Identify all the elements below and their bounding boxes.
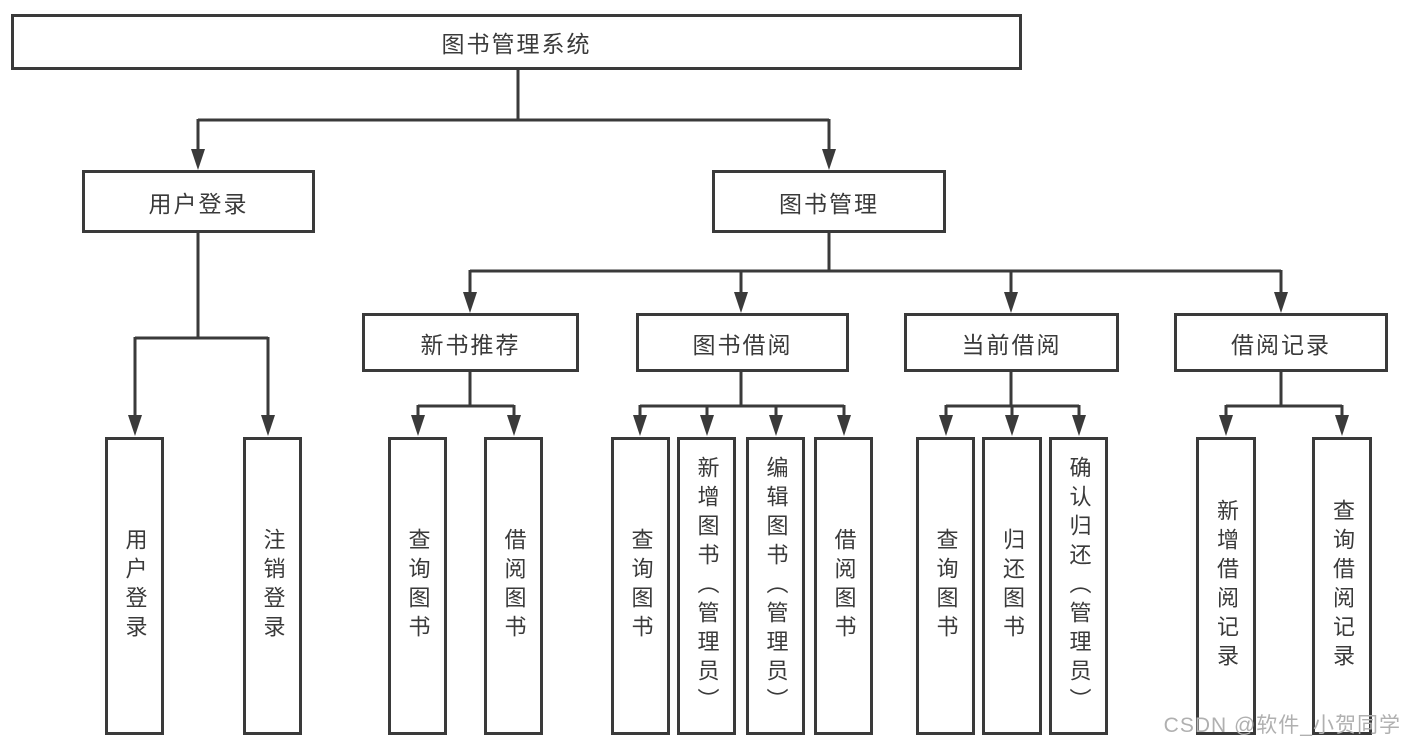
node-add-books-admin: 新增图书（管理员） (677, 437, 736, 735)
node-library-management-system: 图书管理系统 (11, 14, 1022, 70)
node-label: 用户登录 (148, 190, 249, 217)
node-new-book-recommendation: 新书推荐 (362, 313, 579, 372)
node-label: 用户登录 (122, 528, 148, 644)
node-book-management: 图书管理 (712, 170, 946, 233)
node-label: 借阅记录 (1231, 331, 1331, 358)
node-label: 确认归还（管理员） (1066, 455, 1092, 717)
node-book-borrowing: 图书借阅 (636, 313, 849, 372)
node-label: 当前借阅 (961, 331, 1062, 358)
node-confirm-return-admin: 确认归还（管理员） (1049, 437, 1108, 735)
node-label: 编辑图书（管理员） (763, 455, 789, 717)
node-return-books: 归还图书 (982, 437, 1042, 735)
node-label: 新增借阅记录 (1214, 499, 1239, 673)
node-user-login-leaf: 用户登录 (105, 437, 164, 735)
node-logout-leaf: 注销登录 (243, 437, 302, 735)
node-query-borrow-record: 查询借阅记录 (1312, 437, 1372, 735)
node-borrow-books-borrowing: 借阅图书 (814, 437, 873, 735)
node-borrow-books-recommend: 借阅图书 (484, 437, 543, 735)
node-label: 新增图书（管理员） (694, 455, 720, 717)
node-label: 注销登录 (260, 528, 286, 644)
node-label: 新书推荐 (420, 331, 521, 358)
node-label: 归还图书 (1000, 528, 1025, 644)
node-query-books-borrowing: 查询图书 (611, 437, 670, 735)
node-label: 图书借阅 (692, 331, 793, 358)
node-borrowing-records: 借阅记录 (1174, 313, 1388, 372)
node-query-books-recommend: 查询图书 (388, 437, 447, 735)
node-edit-books-admin: 编辑图书（管理员） (746, 437, 805, 735)
node-user-login: 用户登录 (82, 170, 315, 233)
node-add-borrow-record: 新增借阅记录 (1196, 437, 1256, 735)
node-label: 查询借阅记录 (1330, 499, 1355, 673)
node-label: 查询图书 (933, 528, 959, 644)
node-label: 借阅图书 (831, 528, 857, 644)
node-label: 图书管理 (779, 190, 879, 217)
node-label: 查询图书 (405, 528, 431, 644)
node-label: 查询图书 (628, 528, 654, 644)
node-label: 图书管理系统 (441, 31, 592, 57)
node-query-books-current: 查询图书 (916, 437, 975, 735)
node-label: 借阅图书 (501, 528, 527, 644)
watermark: CSDN @软件_小贺同学 (1163, 714, 1401, 737)
node-current-borrowing: 当前借阅 (904, 313, 1119, 372)
